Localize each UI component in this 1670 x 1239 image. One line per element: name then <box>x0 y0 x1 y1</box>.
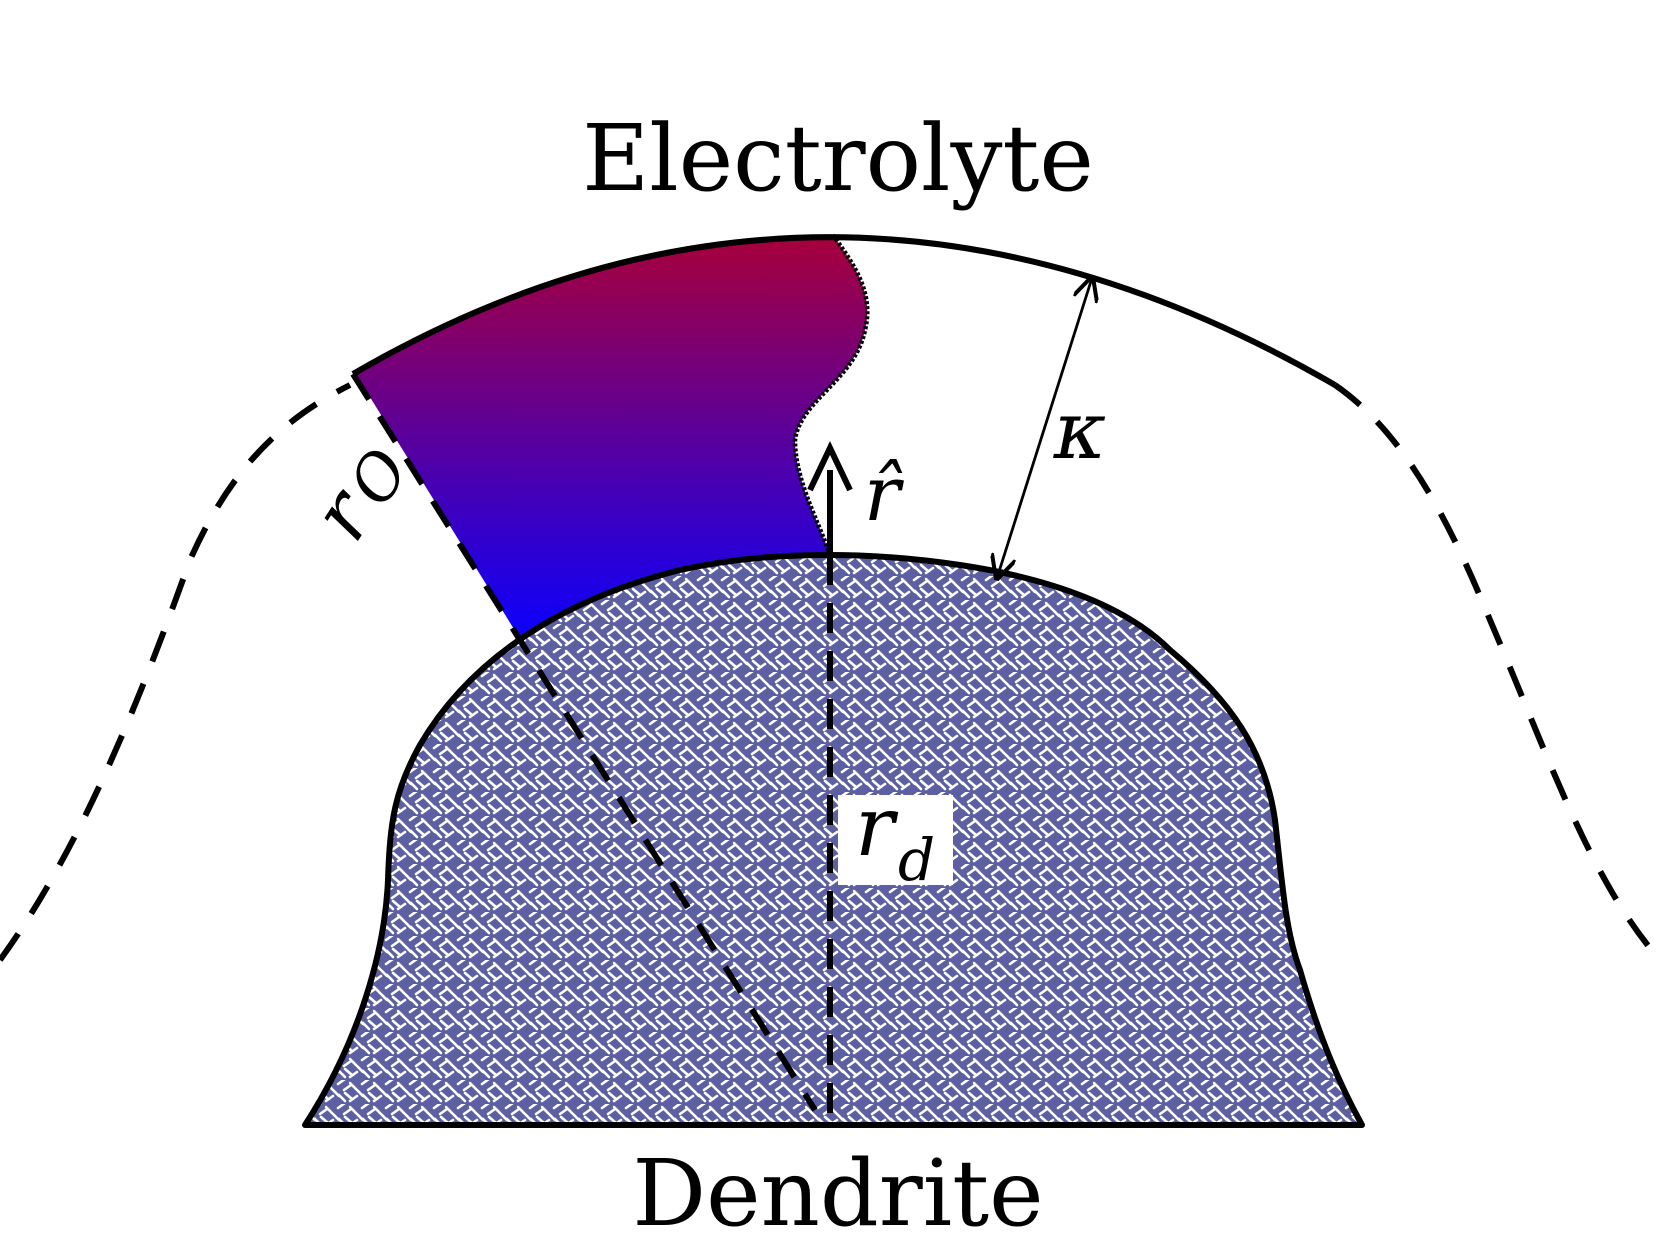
r-hat-label: r̂ <box>864 449 905 538</box>
kappa-label: κ <box>1053 384 1106 477</box>
gradient-region-wavy-edge <box>792 233 870 556</box>
r-d-label-background <box>838 795 953 885</box>
gradient-region <box>355 235 868 642</box>
r-d-label: r d <box>855 780 935 894</box>
outer-boundary-dashed-left <box>0 382 352 962</box>
electrolyte-label: Electrolyte <box>582 105 1094 212</box>
svg-text:d: d <box>898 826 935 894</box>
kappa-double-arrow <box>997 278 1092 578</box>
svg-text:r: r <box>855 780 899 875</box>
r-hat-arrowhead <box>807 441 853 492</box>
r-o-radius-line <box>350 372 818 1112</box>
dendrite-label: Dendrite <box>632 1140 1043 1239</box>
dendrite-body <box>302 552 1365 1128</box>
outer-boundary-arc <box>351 234 1337 388</box>
outer-boundary-dashed-right <box>1333 382 1663 962</box>
